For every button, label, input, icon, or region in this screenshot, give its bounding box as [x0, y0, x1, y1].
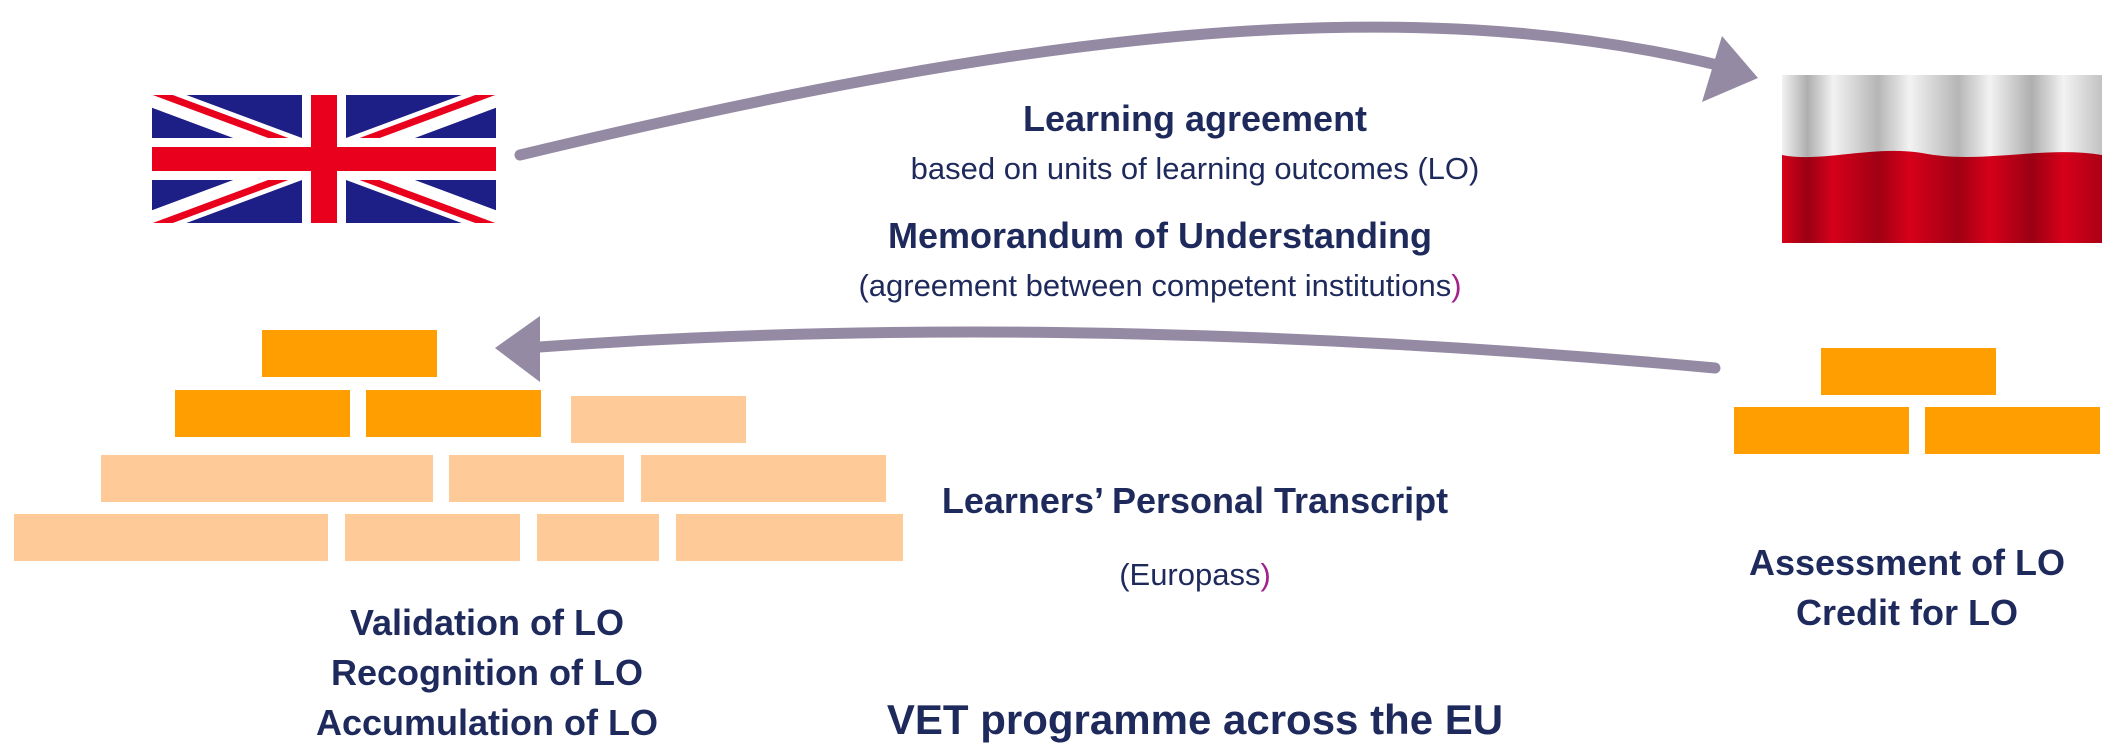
- learning-agreement-title: Learning agreement: [1022, 98, 1368, 139]
- host-outcome-assessment: Assessment of LO: [1748, 542, 2066, 583]
- poland-flag-icon: [1782, 75, 2102, 243]
- memorandum-subtitle: (agreement between competent institution…: [740, 268, 1580, 304]
- host-outcome-credit: Credit for LO: [1796, 592, 2018, 633]
- brick-pending: [676, 514, 903, 561]
- memorandum-title: Memorandum of Understanding: [887, 215, 1432, 256]
- memorandum-subtitle-body: agreement between competent institutions: [868, 268, 1452, 303]
- brick-acquired: [366, 390, 541, 437]
- home-outcome-accumulation: Accumulation of LO: [316, 702, 658, 743]
- vet-programme-caption: VET programme across the EU: [886, 696, 1504, 743]
- transcript-europass: (Europass): [1080, 557, 1310, 593]
- brick-pending: [14, 514, 328, 561]
- transcript-europass-label: Europass: [1129, 557, 1261, 592]
- uk-flag-icon: [152, 95, 496, 223]
- brick-pending: [571, 396, 746, 443]
- brick-acquired: [262, 330, 437, 377]
- transcript-paren-close: ): [1260, 557, 1271, 592]
- arrow-left-head: [495, 316, 540, 382]
- arrow-right-icon: [514, 21, 1751, 161]
- brick-pending: [345, 514, 520, 561]
- brick-acquired: [175, 390, 350, 437]
- brick-acquired: [1925, 407, 2100, 454]
- memorandum-paren-close: ): [1451, 268, 1462, 303]
- memorandum-paren-open: (: [858, 268, 869, 303]
- brick-pending: [641, 455, 886, 502]
- arrow-right-head: [1702, 36, 1758, 102]
- transcript-title: Learners’ Personal Transcript: [941, 480, 1449, 521]
- brick-acquired: [1734, 407, 1909, 454]
- brick-acquired: [1821, 348, 1996, 395]
- home-outcome-recognition: Recognition of LO: [331, 652, 643, 693]
- brick-pending: [101, 455, 433, 502]
- home-outcome-validation: Validation of LO: [349, 602, 624, 643]
- transcript-paren-open: (: [1119, 557, 1130, 592]
- brick-pending: [449, 455, 624, 502]
- brick-pending: [537, 514, 659, 561]
- arrow-left-icon: [519, 326, 1721, 374]
- learning-agreement-subtitle: based on units of learning outcomes (LO): [910, 151, 1480, 186]
